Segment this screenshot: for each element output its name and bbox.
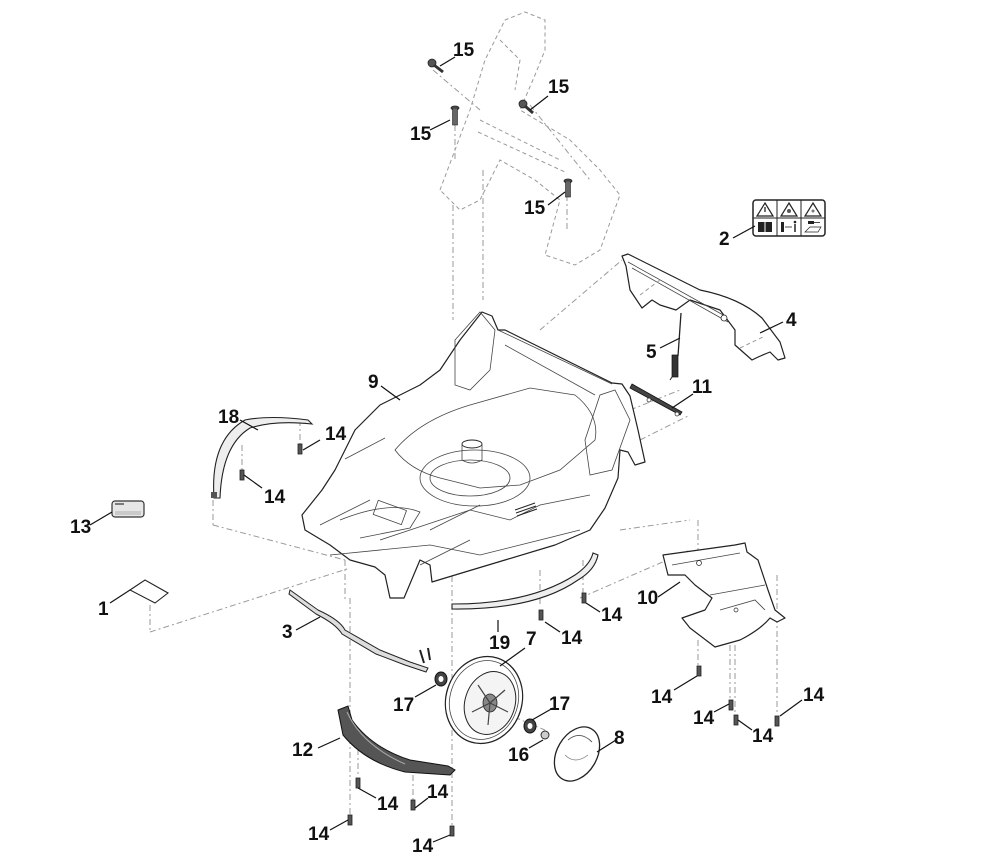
screw-14-j [728,699,734,711]
rating-label [111,500,145,518]
warning-debris-icon [803,201,823,217]
distance-person-icon [781,220,797,232]
warning-label [752,199,826,237]
callout-14[interactable]: 14 [308,824,330,845]
handle-assembly-ghost [439,11,621,266]
callout-8[interactable]: 8 [614,728,625,749]
callout-12[interactable]: 12 [292,740,313,761]
front-bumper-trim [211,416,314,499]
screw-14-k [733,714,739,726]
callout-1[interactable]: 1 [98,599,109,620]
screw-14-c [538,609,544,621]
nut [540,730,550,740]
callout-14[interactable]: 14 [264,487,286,508]
bushing-17-b [523,718,537,734]
callout-17[interactable]: 17 [549,694,570,715]
warning-triangle-icon [755,201,775,217]
flap-hinge-rail [629,383,683,417]
callout-16[interactable]: 16 [508,745,529,766]
callout-2[interactable]: 2 [719,229,730,250]
handle-bolt-15-b [450,105,460,126]
wheel [444,655,524,745]
screw-14-b [239,469,245,481]
handle-bolt-15-d [563,178,573,198]
callout-3[interactable]: 3 [282,622,293,643]
rear-axle [288,589,431,673]
callout-13[interactable]: 13 [70,517,91,538]
warning-blade-icon [779,201,799,217]
handle-bolt-15-c [518,99,534,115]
callout-10[interactable]: 10 [637,588,658,609]
callout-14[interactable]: 14 [752,726,774,747]
callout-14[interactable]: 14 [693,708,715,729]
wheel-arch-trim [337,705,456,776]
callout-4[interactable]: 4 [786,310,797,331]
screw-14-a [297,443,303,455]
leader-lines [89,56,803,843]
callout-18[interactable]: 18 [218,407,239,428]
callout-17[interactable]: 17 [393,695,414,716]
disconnect-plug-icon [804,221,822,233]
screw-14-h [449,825,455,837]
mower-deck [301,311,646,599]
bushing-17-a [434,671,448,687]
callout-14[interactable]: 14 [325,424,347,445]
screw-14-d [581,592,587,604]
callout-15[interactable]: 15 [410,124,432,145]
callout-19[interactable]: 19 [489,633,510,654]
manual-book-icon [758,222,772,232]
callout-15[interactable]: 15 [524,198,546,219]
callout-14[interactable]: 14 [651,687,673,708]
hub-cap [553,726,601,782]
blank-label [128,579,169,604]
callout-14[interactable]: 14 [427,782,449,803]
side-trim-strip [451,552,599,610]
vent-grille [514,502,538,517]
callout-15[interactable]: 15 [453,40,475,61]
handle-bolt-15-a [427,58,444,74]
screw-14-g [347,814,353,826]
screw-14-i [696,665,702,677]
screw-14-f [410,799,416,811]
callout-5[interactable]: 5 [646,342,657,363]
callout-14[interactable]: 14 [412,836,434,857]
callout-14[interactable]: 14 [377,794,399,815]
callout-14[interactable]: 14 [561,628,583,649]
callout-15[interactable]: 15 [548,77,570,98]
screw-14-l [774,715,780,727]
callout-9[interactable]: 9 [368,372,379,393]
screw-14-e [355,777,361,789]
callout-labels: 15 15 15 15 2 4 5 11 9 18 14 14 13 1 3 1… [70,40,825,857]
callout-14[interactable]: 14 [803,685,825,706]
chute-guard [662,542,786,648]
rear-flap [621,253,786,361]
callout-14[interactable]: 14 [601,605,623,626]
flap-spring-rod [669,312,682,381]
callout-11[interactable]: 11 [692,377,713,398]
callout-7[interactable]: 7 [526,629,537,650]
